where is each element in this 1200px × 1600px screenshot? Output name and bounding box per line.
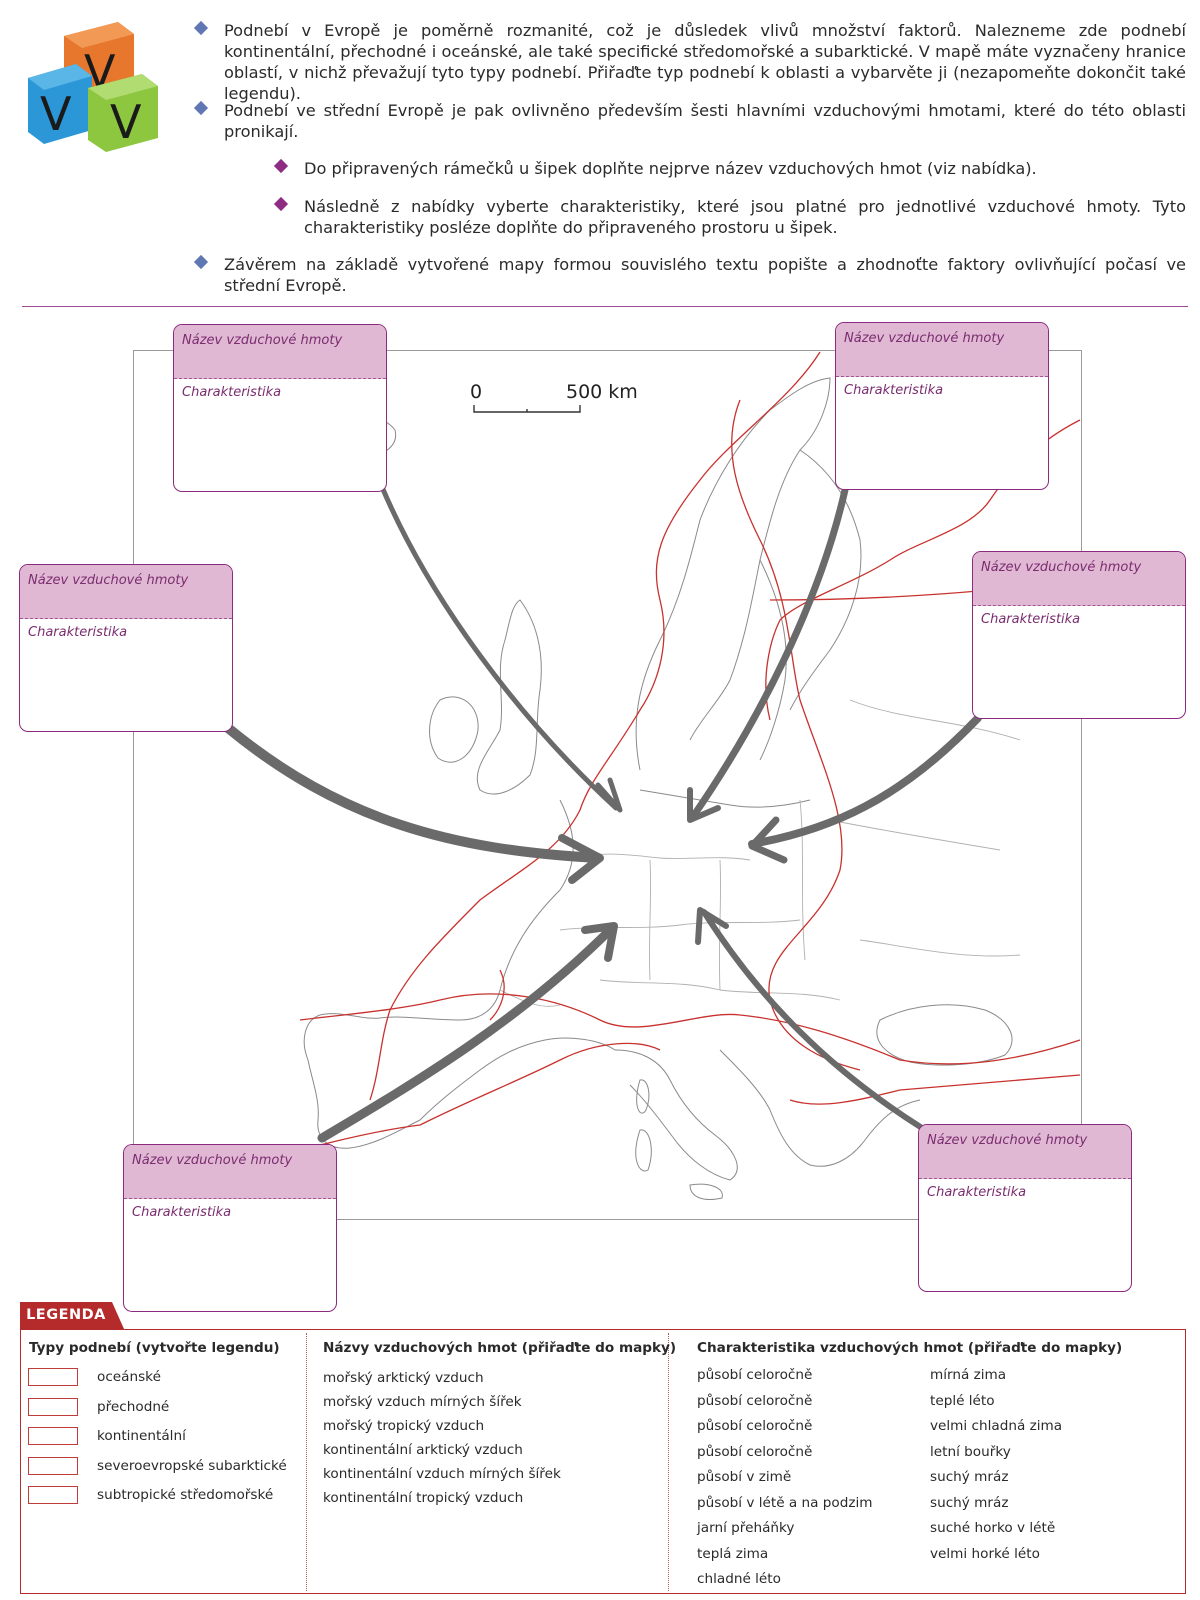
legend-characteristic-item: velmi chladná zima xyxy=(930,1418,1063,1434)
legend-climate-item: kontinentální xyxy=(97,1428,186,1444)
arrow-east xyxy=(748,714,982,848)
legend-box xyxy=(20,1329,1186,1594)
air-mass-characteristic-field[interactable]: Charakteristika xyxy=(981,612,1081,627)
legend-characteristic-item: jarní přeháňky xyxy=(697,1520,795,1536)
air-mass-name-field[interactable]: Název vzduchové hmoty xyxy=(124,1145,336,1199)
legend-characteristic-item: působí celoročně xyxy=(697,1418,813,1434)
air-mass-box-north-west[interactable]: Název vzduchové hmoty Charakteristika xyxy=(173,324,387,492)
legend-characteristic-item: působí celoročně xyxy=(697,1444,813,1460)
country-borders xyxy=(499,699,1021,1007)
legend-air-mass-item: mořský vzduch mírných šířek xyxy=(323,1394,522,1410)
vvv-logo: V V V xyxy=(28,22,158,152)
legend-characteristic-item: působí v létě a na podzim xyxy=(697,1495,873,1511)
air-mass-name-field[interactable]: Název vzduchové hmoty xyxy=(174,325,386,379)
coastlines xyxy=(298,377,1013,1200)
europe-map-frame xyxy=(133,350,1082,1220)
instruction-1: Podnebí v Evropě je poměrně rozmanité, c… xyxy=(193,20,1186,104)
legend-characteristic-item: velmi horké léto xyxy=(930,1546,1040,1562)
legend-air-mass-item: mořský arktický vzduch xyxy=(323,1370,484,1386)
legend-characteristic-item: působí celoročně xyxy=(697,1367,813,1383)
instruction-2: Podnebí ve střední Evropě je pak ovlivně… xyxy=(193,100,1186,142)
arrow-north-west-head xyxy=(595,777,623,813)
logo-letter-3: V xyxy=(110,95,142,149)
arrow-west-head xyxy=(558,834,604,884)
scale-bar xyxy=(473,405,581,413)
air-mass-box-south-east[interactable]: Název vzduchové hmoty Charakteristika xyxy=(918,1124,1132,1292)
arrow-east-head xyxy=(748,816,788,864)
legend-characteristic-item: letní bouřky xyxy=(930,1444,1011,1460)
legend-characteristic-item: teplá zima xyxy=(697,1546,769,1562)
air-mass-box-west[interactable]: Název vzduchové hmoty Charakteristika xyxy=(19,564,233,732)
scale-start-label: 0 xyxy=(470,381,483,403)
instruction-text: Podnebí v Evropě je poměrně rozmanité, c… xyxy=(224,21,1186,103)
arrow-west xyxy=(223,723,603,863)
legend-climate-item: oceánské xyxy=(97,1369,161,1385)
instruction-text: Podnebí ve střední Evropě je pak ovlivně… xyxy=(224,101,1186,141)
legend-climate-item: subtropické středomořské xyxy=(97,1487,274,1503)
legend-separator xyxy=(306,1333,307,1591)
air-mass-name-field[interactable]: Název vzduchové hmoty xyxy=(836,323,1048,377)
legend-climate-item: severoevropské subarktické xyxy=(97,1458,287,1474)
air-mass-name-field[interactable]: Název vzduchové hmoty xyxy=(919,1125,1131,1179)
instruction-text: Do připravených rámečků u šipek doplňte … xyxy=(304,159,1037,178)
legend-climate-title: Typy podnebí (vytvořte legendu) xyxy=(29,1340,280,1356)
legend-swatch-continental[interactable] xyxy=(28,1427,78,1445)
legend-characteristic-item: suché horko v létě xyxy=(930,1520,1056,1536)
legend-characteristic-item: teplé léto xyxy=(930,1393,995,1409)
legend-air-mass-item: kontinentální arktický vzduch xyxy=(323,1442,523,1458)
legend-characteristics-title: Charakteristika vzduchových hmot (přiřaď… xyxy=(697,1340,1123,1356)
scale-end-label: 500 km xyxy=(566,381,638,403)
air-mass-characteristic-field[interactable]: Charakteristika xyxy=(844,383,944,398)
arrow-north-east xyxy=(688,486,849,822)
legend-swatch-transitional[interactable] xyxy=(28,1398,78,1416)
legend-air-mass-item: kontinentální tropický vzduch xyxy=(323,1490,524,1506)
air-mass-characteristic-field[interactable]: Charakteristika xyxy=(132,1205,232,1220)
legend-characteristic-item: mírná zima xyxy=(930,1367,1007,1383)
legend-characteristic-item: chladné léto xyxy=(697,1571,781,1587)
legend-characteristic-item: suchý mráz xyxy=(930,1495,1009,1511)
air-mass-box-east[interactable]: Název vzduchové hmoty Charakteristika xyxy=(972,551,1186,719)
legend-characteristic-item: suchý mráz xyxy=(930,1469,1009,1485)
air-mass-characteristic-field[interactable]: Charakteristika xyxy=(182,385,282,400)
air-mass-characteristic-field[interactable]: Charakteristika xyxy=(927,1185,1027,1200)
legend-air-mass-item: kontinentální vzduch mírných šířek xyxy=(323,1466,561,1482)
logo-letter-2: V xyxy=(40,87,72,141)
arrow-south-east-head xyxy=(695,907,729,945)
logo-cube-green: V xyxy=(88,74,158,152)
instruction-text: Závěrem na základě vytvořené mapy formou… xyxy=(224,255,1186,295)
air-mass-box-south-west[interactable]: Název vzduchové hmoty Charakteristika xyxy=(123,1144,337,1312)
instruction-4: Následně z nabídky vyberte charakteristi… xyxy=(273,196,1186,238)
arrow-south-west-head xyxy=(581,922,618,962)
arrow-north-west xyxy=(379,484,619,811)
air-mass-arrows xyxy=(223,484,982,1143)
air-mass-box-north-east[interactable]: Název vzduchové hmoty Charakteristika xyxy=(835,322,1049,490)
legend-swatch-oceanic[interactable] xyxy=(28,1368,78,1386)
air-mass-characteristic-field[interactable]: Charakteristika xyxy=(28,625,128,640)
legend-characteristic-item: působí celoročně xyxy=(697,1393,813,1409)
legend-swatch-mediterranean[interactable] xyxy=(28,1486,78,1504)
legend-tab: LEGENDA xyxy=(20,1302,124,1329)
legend-swatch-subarctic[interactable] xyxy=(28,1457,78,1475)
arrow-south-west xyxy=(317,923,617,1143)
climate-boundaries xyxy=(299,351,1081,1151)
legend-climate-item: přechodné xyxy=(97,1399,170,1415)
air-mass-name-field[interactable]: Název vzduchové hmoty xyxy=(20,565,232,619)
legend-air-mass-title: Názvy vzduchových hmot (přiřaďte do mapk… xyxy=(323,1340,677,1356)
air-mass-name-field[interactable]: Název vzduchové hmoty xyxy=(973,552,1185,606)
legend-separator xyxy=(668,1333,669,1591)
legend-characteristic-item: působí v zimě xyxy=(697,1469,792,1485)
arrow-south-east xyxy=(701,909,925,1131)
arrow-north-east-head xyxy=(687,787,721,823)
legend-air-mass-item: mořský tropický vzduch xyxy=(323,1418,485,1434)
instruction-5: Závěrem na základě vytvořené mapy formou… xyxy=(193,254,1186,296)
section-divider xyxy=(22,306,1188,307)
instruction-3: Do připravených rámečků u šipek doplňte … xyxy=(273,158,1186,179)
logo-cube-blue: V xyxy=(28,64,92,144)
instruction-text: Následně z nabídky vyberte charakteristi… xyxy=(304,197,1186,237)
